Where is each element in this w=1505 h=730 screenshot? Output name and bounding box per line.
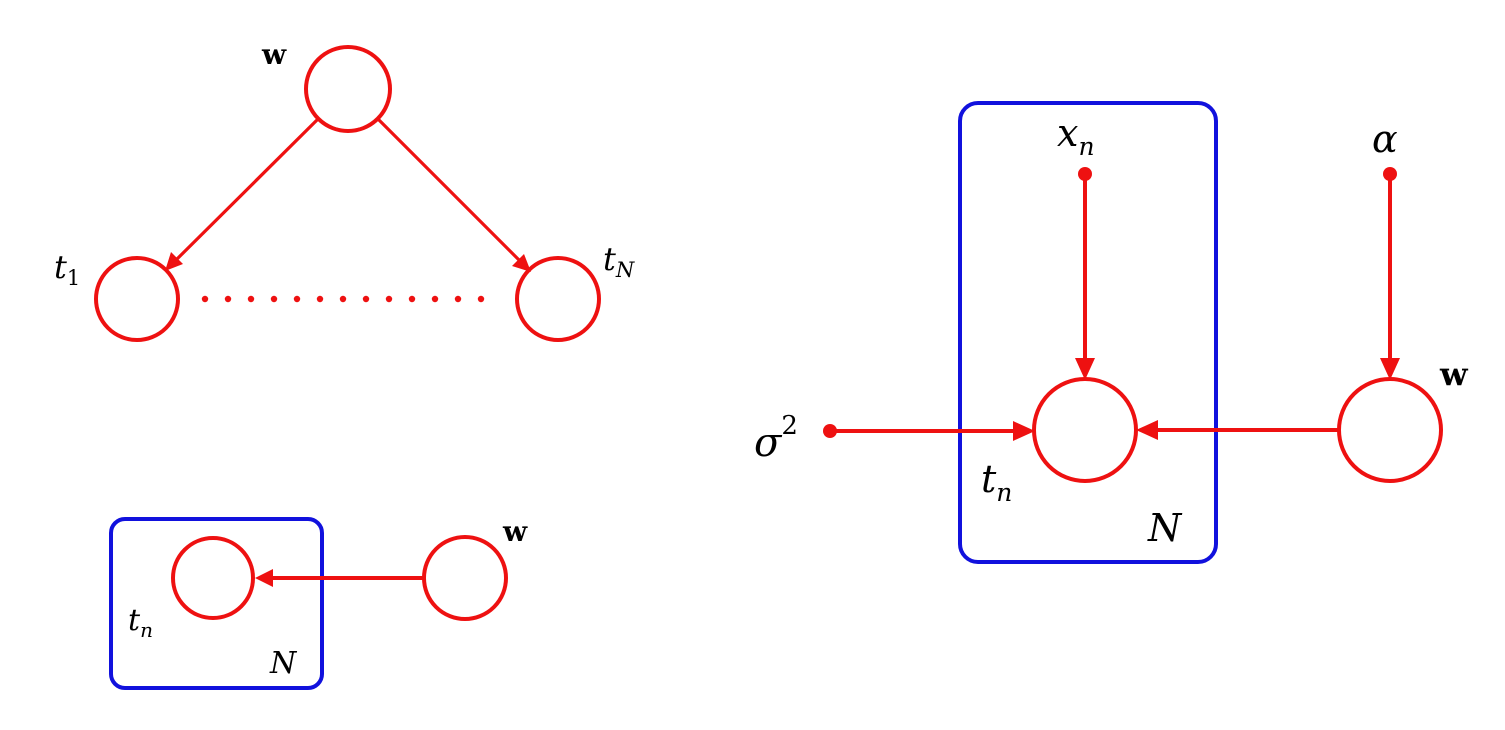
- diagram-plate-small: w tn N: [109, 515, 528, 690]
- edge-w-to-t1: [170, 117, 320, 266]
- arrowhead-sigma: [1013, 421, 1035, 441]
- arrowhead-tn-small: [255, 569, 273, 587]
- arrowhead-w-large: [1136, 420, 1158, 440]
- node-tn-large: [1032, 377, 1138, 483]
- label-alpha: α: [1372, 117, 1398, 161]
- label-w-top: w: [261, 38, 287, 71]
- dotted-ellipsis: [201, 295, 485, 303]
- arrowhead-t1: [165, 252, 183, 271]
- label-tN: tN: [603, 240, 635, 282]
- label-plate-N-small: N: [269, 646, 298, 681]
- label-t1: t1: [54, 248, 80, 290]
- diagram-top: w t1 tN: [54, 38, 635, 342]
- plate-small: [109, 517, 324, 690]
- node-tN: [515, 256, 601, 342]
- label-tn-small: tn: [128, 603, 153, 642]
- node-w-large: [1337, 377, 1443, 483]
- label-xn: xn: [1057, 111, 1095, 161]
- plate-large: [958, 101, 1218, 564]
- diagram-right: xn α w σ2 tn N: [754, 101, 1469, 564]
- label-w-small: w: [502, 515, 528, 548]
- node-w-top: [304, 45, 392, 133]
- label-w-large: w: [1439, 355, 1469, 393]
- node-w-small: [422, 535, 508, 621]
- edge-w-to-tN: [376, 117, 526, 267]
- label-sigma-squared: σ2: [754, 411, 798, 466]
- arrowhead-tN: [512, 254, 531, 272]
- arrowhead-alpha: [1380, 358, 1400, 380]
- arrowhead-xn: [1075, 358, 1095, 380]
- node-t1: [94, 256, 180, 342]
- label-tn-large: tn: [981, 457, 1012, 507]
- label-plate-N-large: N: [1147, 506, 1183, 550]
- node-tn-small: [171, 536, 255, 620]
